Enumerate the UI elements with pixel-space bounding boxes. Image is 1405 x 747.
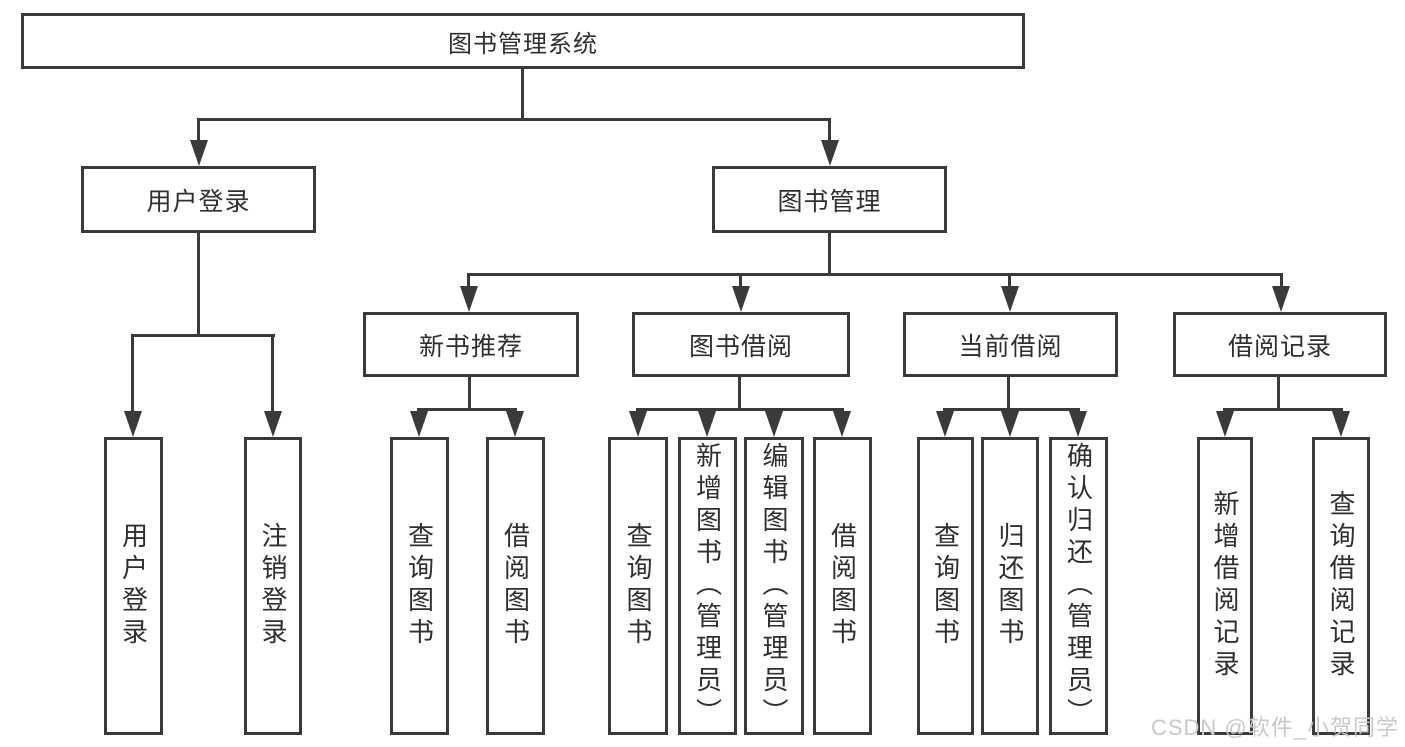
arrowhead-icon: [460, 286, 478, 312]
edge-bb-stem: [738, 377, 741, 411]
edge-to-book-mgmt-stem: [828, 118, 831, 144]
arrowhead-icon: [833, 411, 851, 437]
edge-book-mgmt-stem: [828, 233, 831, 276]
leaf-label: 查询借阅记录: [1326, 490, 1356, 682]
node-label: 借阅记录: [1227, 332, 1332, 361]
edge-to-node-stem: [1280, 273, 1283, 289]
leaf-label: 归还图书: [995, 522, 1025, 650]
leaf-br-add-borrow-record: 新增借阅记录: [1197, 437, 1253, 735]
arrowhead-icon: [629, 411, 647, 437]
edge-root-stem: [521, 69, 524, 118]
leaf-cb-return-books: 归还图书: [981, 437, 1039, 735]
edge-nb-stem: [468, 377, 471, 411]
leaf-label: 新增借阅记录: [1210, 490, 1240, 682]
node-label: 图书管理: [777, 187, 882, 216]
edge-to-user-login-stem: [197, 118, 200, 144]
node-new-book-recommend: 新书推荐: [363, 312, 579, 377]
edge-user-login-split: [131, 334, 275, 337]
arrowhead-icon: [506, 411, 524, 437]
leaf-label: 查询图书: [404, 522, 435, 650]
node-label: 图书借阅: [688, 332, 793, 361]
edge-br-stem: [1277, 377, 1280, 411]
leaf-nb-borrow-books: 借阅图书: [486, 437, 545, 735]
leaf-label: 用户登录: [118, 522, 149, 650]
node-borrow-records: 借阅记录: [1173, 312, 1387, 377]
arrowhead-icon: [821, 140, 839, 166]
edge-to-node-stem: [467, 273, 470, 289]
leaf-user-login: 用户登录: [104, 437, 163, 735]
leaf-br-query-borrow-record: 查询借阅记录: [1312, 437, 1370, 735]
leaf-logout: 注销登录: [244, 437, 302, 735]
leaf-bb-borrow-books: 借阅图书: [813, 437, 872, 735]
arrowhead-icon: [124, 411, 142, 437]
node-user-login: 用户登录: [81, 166, 316, 233]
arrowhead-icon: [1332, 411, 1350, 437]
arrowhead-icon: [1001, 286, 1019, 312]
leaf-cb-query-books: 查询图书: [917, 437, 974, 735]
leaf-label: 注销登录: [258, 522, 288, 650]
arrowhead-icon: [732, 286, 750, 312]
arrowhead-icon: [936, 411, 954, 437]
arrowhead-icon: [190, 140, 208, 166]
edge-user-login-stem: [197, 233, 200, 337]
node-current-borrowing: 当前借阅: [903, 312, 1118, 377]
leaf-label: 确认归还（管理员）: [1063, 442, 1094, 730]
arrowhead-icon: [1069, 411, 1087, 437]
edge-to-leaf-stem: [131, 334, 134, 414]
arrowhead-icon: [1001, 411, 1019, 437]
arrowhead-icon: [1272, 286, 1290, 312]
leaf-cb-confirm-return-admin: 确认归还（管理员）: [1049, 437, 1108, 735]
arrowhead-icon: [1216, 411, 1234, 437]
leaf-label: 编辑图书（管理员）: [759, 442, 789, 730]
node-label: 用户登录: [146, 187, 251, 216]
arrowhead-icon: [410, 411, 428, 437]
leaf-bb-edit-books-admin: 编辑图书（管理员）: [744, 437, 804, 735]
node-book-management: 图书管理: [712, 166, 947, 233]
edge-br-split: [1223, 408, 1343, 411]
leaf-label: 新增图书（管理员）: [692, 442, 723, 730]
leaf-label: 查询图书: [623, 522, 653, 650]
node-root-library-system: 图书管理系统: [21, 13, 1025, 69]
edge-to-node-stem: [1008, 273, 1011, 289]
node-label: 图书管理系统: [448, 30, 598, 58]
node-book-borrowing: 图书借阅: [632, 312, 850, 377]
leaf-bb-add-books-admin: 新增图书（管理员）: [678, 437, 737, 735]
node-label: 当前借阅: [958, 332, 1063, 361]
leaf-label: 借阅图书: [500, 522, 531, 650]
arrowhead-icon: [698, 411, 716, 437]
leaf-nb-query-books: 查询图书: [390, 437, 449, 735]
leaf-bb-query-books: 查询图书: [608, 437, 668, 735]
edge-bb-split: [636, 408, 844, 411]
edge-nb-split: [417, 408, 517, 411]
arrowhead-icon: [264, 411, 282, 437]
edge-to-node-stem: [739, 273, 742, 289]
arrowhead-icon: [765, 411, 783, 437]
edge-cb-split: [943, 408, 1080, 411]
node-label: 新书推荐: [418, 332, 523, 361]
leaf-label: 借阅图书: [827, 522, 858, 650]
edge-level2-split: [197, 118, 831, 121]
edge-level3-split: [467, 273, 1283, 276]
leaf-label: 查询图书: [930, 522, 961, 650]
csdn-watermark: CSDN @软件_小贺同学: [1150, 715, 1399, 740]
edge-cb-stem: [1007, 377, 1010, 411]
edge-to-leaf-stem: [271, 334, 274, 414]
